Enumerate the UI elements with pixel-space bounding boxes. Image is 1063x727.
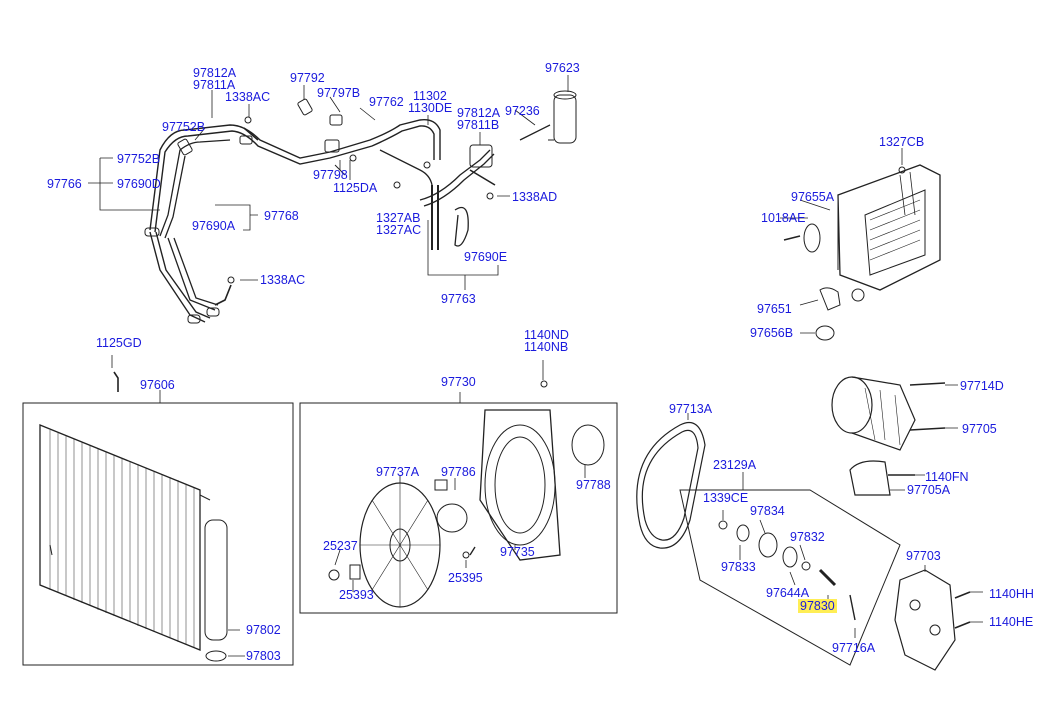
part-label[interactable]: 1327AC <box>376 223 422 237</box>
part-label[interactable]: 97798 <box>313 168 348 182</box>
part-label[interactable]: 1338AC <box>225 90 271 104</box>
part-label[interactable]: 97737A <box>376 465 420 479</box>
part-label[interactable]: 1140HE <box>989 615 1034 629</box>
part-label[interactable]: 1018AE <box>761 211 806 225</box>
part-label-highlighted[interactable]: 97830 <box>798 599 837 613</box>
part-label[interactable]: 97812A <box>457 106 501 120</box>
part-label[interactable]: 97705A <box>907 483 951 497</box>
part-label[interactable]: 97656B <box>750 326 794 340</box>
part-label[interactable]: 97651 <box>757 302 792 316</box>
part-label[interactable]: 97752B <box>117 152 161 166</box>
part-label[interactable]: 97716A <box>832 641 876 655</box>
part-label[interactable]: 1140FN <box>925 470 969 484</box>
part-label[interactable]: 97833 <box>721 560 756 574</box>
part-label[interactable]: 97832 <box>790 530 825 544</box>
part-label[interactable]: 97730 <box>441 375 476 389</box>
part-label[interactable]: 23129A <box>713 458 757 472</box>
part-label[interactable]: 97763 <box>441 292 476 306</box>
part-label[interactable]: 97803 <box>246 649 281 663</box>
compressor <box>831 376 958 496</box>
part-label[interactable]: 97802 <box>246 623 281 637</box>
compressor-bracket <box>894 565 983 671</box>
part-label[interactable]: 97623 <box>545 61 580 75</box>
part-label[interactable]: 1338AD <box>512 190 558 204</box>
part-label[interactable]: 97606 <box>140 378 175 392</box>
part-label[interactable]: 97713A <box>669 402 713 416</box>
part-label[interactable]: 25237 <box>323 539 358 553</box>
part-label[interactable]: 97703 <box>906 549 941 563</box>
part-label[interactable]: 97792 <box>290 71 325 85</box>
part-label[interactable]: 97812A <box>193 66 237 80</box>
condenser-assembly <box>22 355 294 666</box>
drive-belt <box>636 413 706 549</box>
evaporator-case <box>780 148 941 341</box>
part-label[interactable]: 97236 <box>505 104 540 118</box>
part-label[interactable]: 1338AC <box>260 273 306 287</box>
part-label[interactable]: 97786 <box>441 465 476 479</box>
part-label[interactable]: 1125GD <box>96 336 142 350</box>
part-label[interactable]: 97797B <box>317 86 361 100</box>
part-label[interactable]: 1140ND <box>524 328 569 342</box>
part-label[interactable]: 1339CE <box>703 491 749 505</box>
part-label[interactable]: 97644A <box>766 586 810 600</box>
part-label[interactable]: 97690A <box>192 219 236 233</box>
part-label[interactable]: 97705 <box>962 422 997 436</box>
part-label[interactable]: 97811B <box>457 118 500 132</box>
part-label[interactable]: 1125DA <box>333 181 378 195</box>
part-label[interactable]: 97811A <box>193 78 236 92</box>
part-label[interactable]: 97690D <box>117 177 161 191</box>
part-label[interactable]: 97768 <box>264 209 299 223</box>
part-label[interactable]: 97735 <box>500 545 535 559</box>
part-label[interactable]: 97752B <box>162 120 206 134</box>
part-label[interactable]: 97766 <box>47 177 82 191</box>
part-label[interactable]: 1327CB <box>879 135 925 149</box>
part-label[interactable]: 97655A <box>791 190 835 204</box>
clutch-assembly <box>679 472 901 666</box>
part-label[interactable]: 97788 <box>576 478 611 492</box>
part-label[interactable]: 11302 <box>413 89 447 103</box>
part-label[interactable]: 1327AB <box>376 211 421 225</box>
part-label[interactable]: 1140NB <box>524 340 569 354</box>
part-label[interactable]: 25395 <box>448 571 483 585</box>
part-label[interactable]: 97834 <box>750 504 785 518</box>
ac-pipe-assembly <box>88 75 577 324</box>
part-label[interactable]: 97714D <box>960 379 1004 393</box>
part-label[interactable]: 97762 <box>369 95 404 109</box>
part-label[interactable]: 25393 <box>339 588 374 602</box>
fan-assembly <box>299 360 618 614</box>
part-label[interactable]: 1130DE <box>408 101 453 115</box>
part-label[interactable]: 1140HH <box>989 587 1034 601</box>
part-label[interactable]: 97690E <box>464 250 508 264</box>
